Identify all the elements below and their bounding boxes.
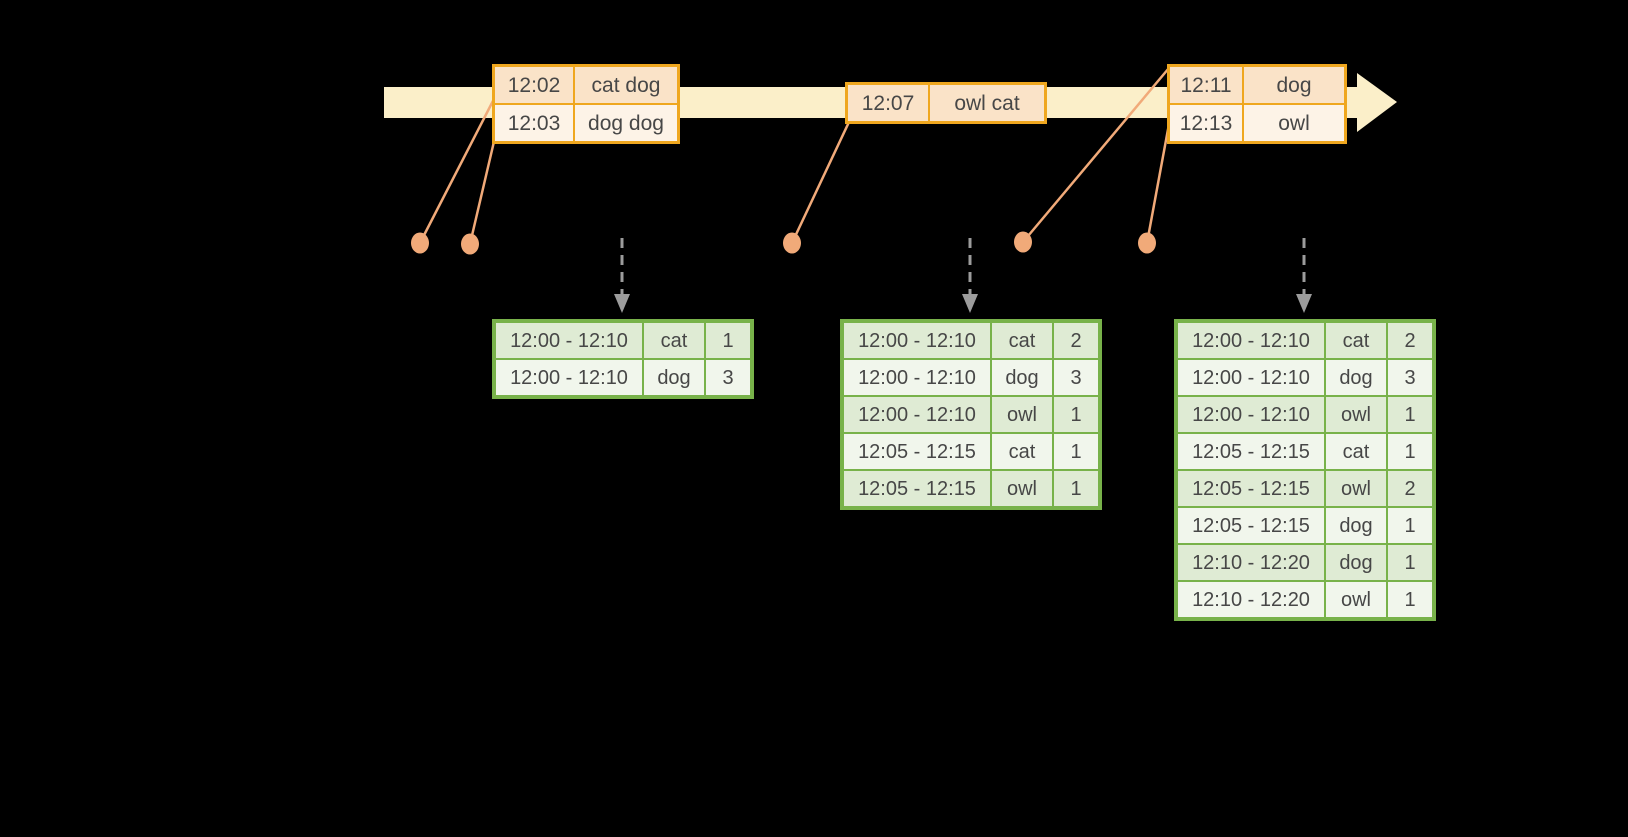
window-word-cell: dog <box>1326 545 1386 580</box>
window-count-cell: 1 <box>1388 582 1432 617</box>
connector-line <box>418 96 497 244</box>
event-words-cell: cat dog <box>575 67 677 103</box>
window-word-cell: dog <box>1326 508 1386 543</box>
window-word-cell: cat <box>644 323 704 358</box>
window-count-cell: 1 <box>1388 434 1432 469</box>
event-time-cell: 12:02 <box>495 67 573 103</box>
window-word-cell: cat <box>992 323 1052 358</box>
window-range-cell: 12:00 - 12:10 <box>1178 323 1324 358</box>
window-count-cell: 1 <box>1388 545 1432 580</box>
window-word-cell: owl <box>1326 582 1386 617</box>
window-count-cell: 3 <box>1054 360 1098 395</box>
window-count-cell: 3 <box>706 360 750 395</box>
window-count-cell: 1 <box>1054 471 1098 506</box>
window-count-cell: 1 <box>1388 508 1432 543</box>
window-word-cell: cat <box>1326 434 1386 469</box>
event-marker-dot <box>1138 232 1156 254</box>
window-count-cell: 1 <box>1388 397 1432 432</box>
window-range-cell: 12:10 - 12:20 <box>1178 582 1324 617</box>
event-time-cell: 12:13 <box>1170 105 1242 141</box>
window-range-cell: 12:00 - 12:10 <box>844 397 990 432</box>
window-count-cell: 2 <box>1388 323 1432 358</box>
window-range-cell: 12:05 - 12:15 <box>844 471 990 506</box>
event-words-cell: owl <box>1244 105 1344 141</box>
window-range-cell: 12:05 - 12:15 <box>1178 434 1324 469</box>
event-words-cell: dog dog <box>575 105 677 141</box>
window-range-cell: 12:10 - 12:20 <box>1178 545 1324 580</box>
event-time-cell: 12:03 <box>495 105 573 141</box>
event-marker-dot <box>461 233 479 255</box>
event-table-3: 12:11 dog 12:13 owl <box>1167 64 1347 144</box>
window-word-cell: owl <box>1326 397 1386 432</box>
event-marker-dot <box>1014 231 1032 253</box>
window-count-cell: 1 <box>706 323 750 358</box>
window-word-cell: owl <box>992 471 1052 506</box>
connector-line <box>468 132 498 245</box>
window-range-cell: 12:00 - 12:10 <box>844 323 990 358</box>
timeline-arrowhead-icon <box>1357 73 1397 132</box>
window-range-cell: 12:05 - 12:15 <box>844 434 990 469</box>
window-range-cell: 12:00 - 12:10 <box>844 360 990 395</box>
trigger-arrow-icon <box>1296 238 1312 313</box>
event-table-1: 12:02 cat dog 12:03 dog dog <box>492 64 680 144</box>
connector-line <box>1145 123 1171 244</box>
window-result-table-3: 12:00 - 12:10 cat 2 12:00 - 12:10 dog 3 … <box>1174 319 1436 621</box>
window-range-cell: 12:05 - 12:15 <box>1178 508 1324 543</box>
window-word-cell: dog <box>644 360 704 395</box>
window-word-cell: dog <box>1326 360 1386 395</box>
trigger-arrow-icon <box>962 238 978 313</box>
window-word-cell: cat <box>1326 323 1386 358</box>
connector-line <box>1022 67 1170 243</box>
event-time-cell: 12:11 <box>1170 67 1242 103</box>
event-marker-dot <box>783 232 801 254</box>
window-count-cell: 1 <box>1054 397 1098 432</box>
window-count-cell: 1 <box>1054 434 1098 469</box>
window-result-table-2: 12:00 - 12:10 cat 2 12:00 - 12:10 dog 3 … <box>840 319 1102 510</box>
window-range-cell: 12:00 - 12:10 <box>496 360 642 395</box>
window-word-cell: dog <box>992 360 1052 395</box>
window-range-cell: 12:05 - 12:15 <box>1178 471 1324 506</box>
event-time-cell: 12:07 <box>848 85 928 121</box>
connector-line <box>790 121 851 244</box>
window-word-cell: owl <box>1326 471 1386 506</box>
window-range-cell: 12:00 - 12:10 <box>496 323 642 358</box>
window-count-cell: 3 <box>1388 360 1432 395</box>
window-range-cell: 12:00 - 12:10 <box>1178 397 1324 432</box>
window-result-table-1: 12:00 - 12:10 cat 1 12:00 - 12:10 dog 3 <box>492 319 754 399</box>
event-table-2: 12:07 owl cat <box>845 82 1047 124</box>
event-words-cell: dog <box>1244 67 1344 103</box>
window-word-cell: cat <box>992 434 1052 469</box>
window-count-cell: 2 <box>1388 471 1432 506</box>
trigger-arrow-icon <box>614 238 630 313</box>
event-marker-dot <box>411 232 429 254</box>
window-range-cell: 12:00 - 12:10 <box>1178 360 1324 395</box>
window-word-cell: owl <box>992 397 1052 432</box>
window-count-cell: 2 <box>1054 323 1098 358</box>
event-words-cell: owl cat <box>930 85 1044 121</box>
